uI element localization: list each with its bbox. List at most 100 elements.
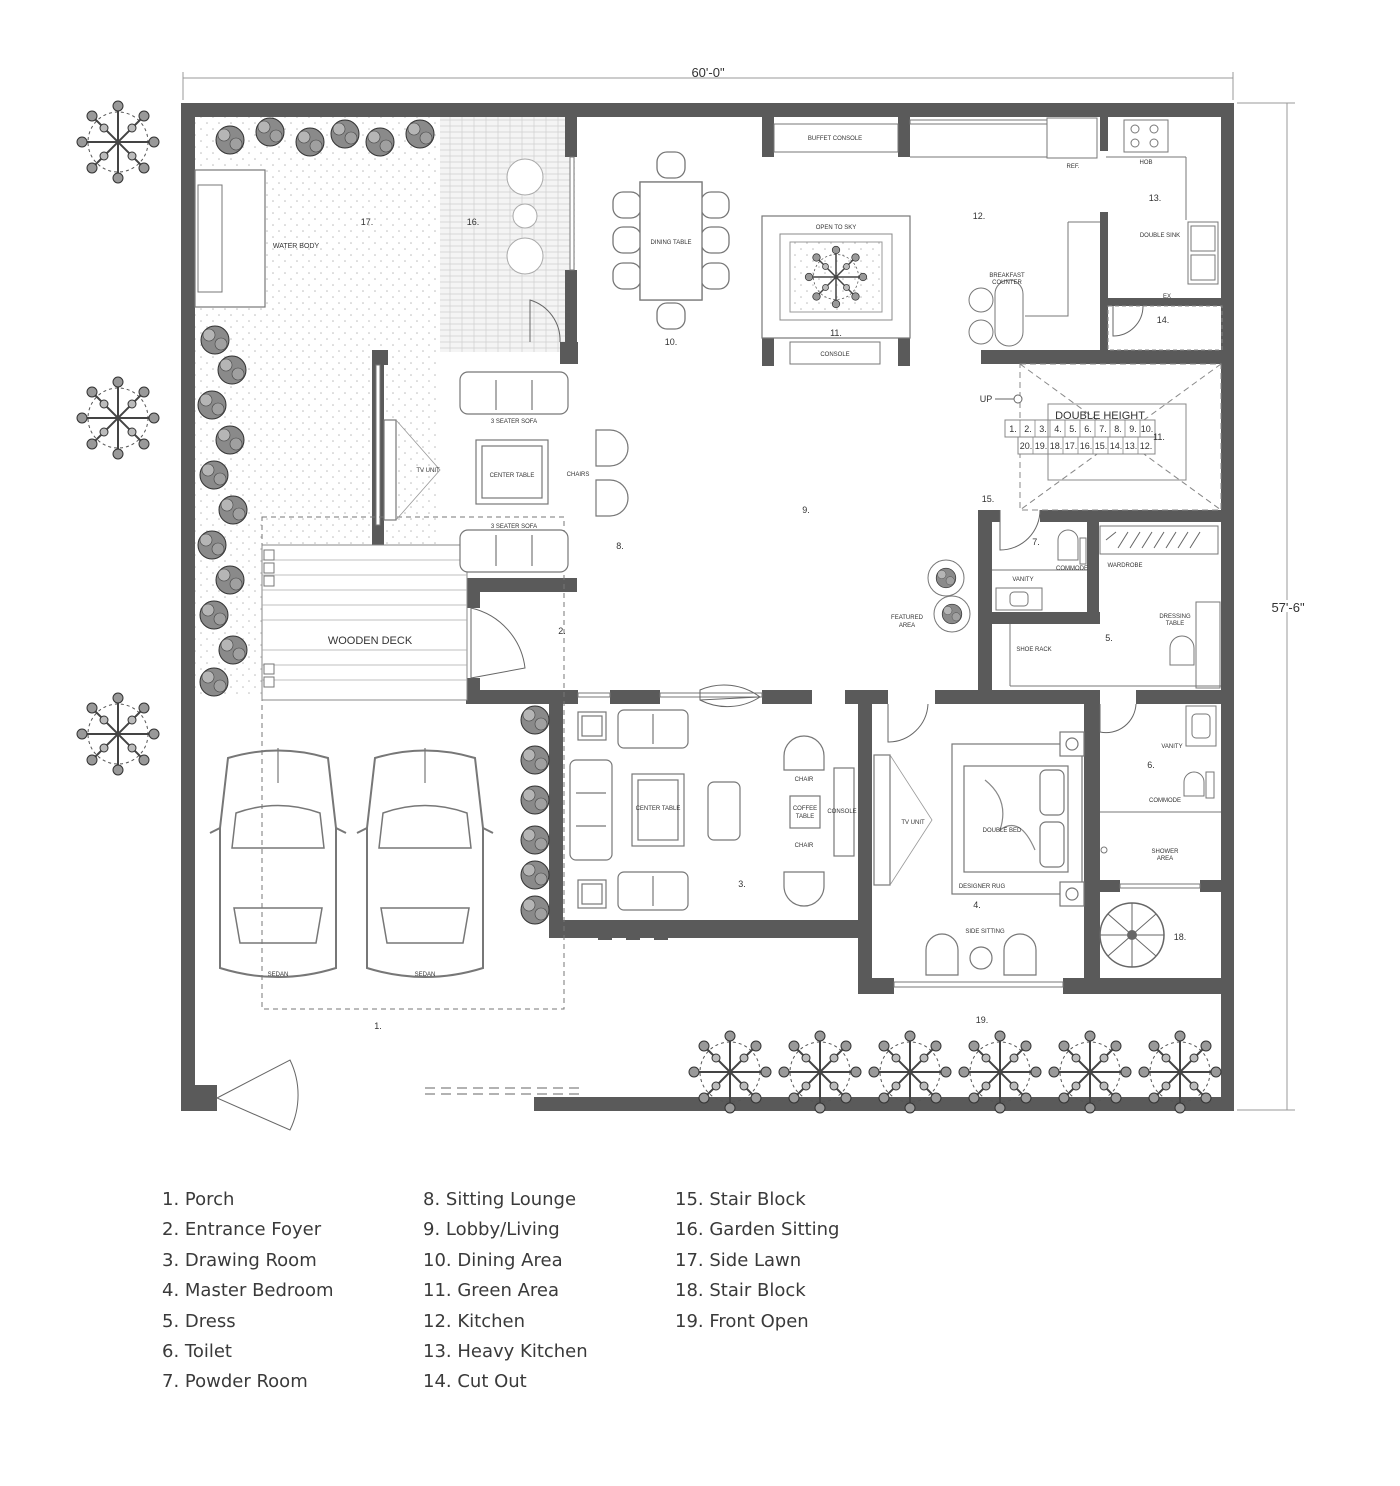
svg-text:DINING TABLE: DINING TABLE — [650, 240, 691, 246]
svg-text:3 SEATER SOFA: 3 SEATER SOFA — [491, 419, 537, 425]
legend-item: 13. Heavy Kitchen — [423, 1341, 588, 1363]
room-number-11a: 11. — [830, 328, 842, 338]
legend-item: 11. Green Area — [423, 1280, 560, 1302]
room-number-4: 4. — [973, 900, 981, 910]
car-right: SEDAN — [356, 747, 494, 978]
svg-text:6.: 6. — [1084, 424, 1092, 434]
svg-text:9.: 9. — [1129, 424, 1137, 434]
svg-text:DOUBLE BED: DOUBLE BED — [983, 828, 1022, 834]
tree-icon — [76, 100, 160, 184]
room-number-5: 5. — [1105, 633, 1113, 643]
room-number-18: 18. — [1174, 932, 1187, 942]
stair-block-double-height: UP DOUBLE HEIGHT 1. 2. 3. 4. 5. 6. 7. 8.… — [980, 363, 1222, 511]
svg-text:EX: EX — [1163, 294, 1171, 300]
svg-text:4.: 4. — [1054, 424, 1062, 434]
legend-item: 10. Dining Area — [423, 1249, 563, 1271]
open-to-sky: OPEN TO SKY CONSOLE — [761, 215, 911, 365]
porch-outline — [261, 516, 565, 1010]
svg-text:TV UNIT: TV UNIT — [901, 820, 925, 826]
room-number-10: 10. — [665, 337, 678, 347]
legend-item: 15. Stair Block — [675, 1189, 806, 1210]
room-number-9: 9. — [802, 505, 810, 515]
doors — [215, 299, 1144, 1131]
legend-item: 7. Powder Room — [162, 1371, 308, 1393]
svg-text:16.: 16. — [1080, 441, 1093, 451]
svg-text:DESIGNER RUG: DESIGNER RUG — [959, 884, 1006, 890]
buffet-console: BUFFET CONSOLE — [773, 123, 899, 153]
svg-text:HOB: HOB — [1139, 160, 1152, 166]
svg-text:FEATURED: FEATURED — [891, 615, 924, 621]
svg-text:WATER BODY: WATER BODY — [273, 243, 320, 250]
svg-text:17.: 17. — [1065, 441, 1078, 451]
svg-text:14.: 14. — [1110, 441, 1123, 451]
kitchen-fixtures — [910, 117, 1219, 347]
powder-room-fixtures — [992, 529, 1087, 611]
room-number-7: 7. — [1032, 537, 1040, 547]
legend-item: 4. Master Bedroom — [162, 1280, 334, 1302]
svg-text:5.: 5. — [1069, 424, 1077, 434]
svg-text:3.: 3. — [1039, 424, 1047, 434]
legend-item: 18. Stair Block — [675, 1280, 806, 1302]
width-dimension-label: 60'-0" — [691, 65, 725, 80]
svg-text:CONSOLE: CONSOLE — [827, 809, 856, 815]
room-number-15: 15. — [982, 494, 995, 504]
svg-text:CENTER TABLE: CENTER TABLE — [636, 806, 681, 812]
room-number-14: 14. — [1157, 315, 1170, 325]
legend-item: 14. Cut Out — [423, 1371, 527, 1393]
svg-text:SEDAN: SEDAN — [415, 972, 436, 978]
svg-text:7.: 7. — [1099, 424, 1107, 434]
legend-item: 5. Dress — [162, 1310, 236, 1332]
svg-text:REF.: REF. — [1066, 164, 1079, 170]
svg-text:2.: 2. — [1024, 424, 1032, 434]
room-number-8: 8. — [616, 541, 624, 551]
legend-item: 9. Lobby/Living — [423, 1219, 560, 1241]
cut-out — [1107, 305, 1223, 351]
svg-text:UP: UP — [980, 394, 993, 404]
svg-text:13.: 13. — [1125, 441, 1138, 451]
master-bedroom-furniture — [873, 731, 1085, 976]
svg-text:TABLE: TABLE — [1166, 621, 1185, 627]
svg-text:COFFEE: COFFEE — [793, 806, 817, 812]
depth-dimension-label: 57'-6" — [1271, 600, 1305, 615]
dress-room-fixtures — [1009, 525, 1221, 689]
room-number-17: 17. — [361, 217, 374, 227]
svg-text:OPEN TO SKY: OPEN TO SKY — [816, 225, 856, 231]
svg-text:DOUBLE HEIGHT: DOUBLE HEIGHT — [1055, 410, 1145, 422]
svg-text:10.: 10. — [1141, 424, 1154, 434]
walls — [181, 103, 1234, 1111]
room-number-2: 2. — [558, 626, 566, 636]
svg-text:SEDAN: SEDAN — [268, 972, 289, 978]
width-dimension: 60'-0" — [182, 65, 1234, 100]
svg-text:3 SEATER SOFA: 3 SEATER SOFA — [491, 524, 537, 530]
svg-text:CHAIR: CHAIR — [795, 777, 814, 783]
garden-seating — [506, 158, 544, 275]
room-number-12: 12. — [973, 211, 986, 221]
svg-text:15.: 15. — [1095, 441, 1108, 451]
svg-text:TABLE: TABLE — [796, 814, 815, 820]
svg-text:BUFFET CONSOLE: BUFFET CONSOLE — [808, 136, 862, 142]
svg-text:WARDROBE: WARDROBE — [1107, 563, 1142, 569]
room-number-1: 1. — [374, 1021, 382, 1031]
legend-item: 12. Kitchen — [423, 1310, 525, 1332]
room-number-11b: 11. — [1153, 432, 1165, 442]
legend-item: 17. Side Lawn — [675, 1249, 802, 1271]
svg-text:VANITY: VANITY — [1161, 744, 1182, 750]
svg-text:CENTER TABLE: CENTER TABLE — [490, 473, 535, 479]
room-number-6: 6. — [1147, 760, 1155, 770]
legend-col-2: 8. Sitting Lounge 9. Lobby/Living 10. Di… — [423, 1185, 588, 1398]
toilet-fixtures — [1100, 705, 1221, 854]
spiral-stair — [1099, 902, 1165, 968]
svg-text:BREAKFAST: BREAKFAST — [989, 273, 1025, 279]
svg-text:SHOE RACK: SHOE RACK — [1016, 647, 1051, 653]
floor-plan: 60'-0" 57'-6" — [76, 65, 1305, 1131]
wooden-deck-label: WOODEN DECK — [328, 635, 413, 647]
legend-item: 6. Toilet — [162, 1341, 232, 1363]
svg-text:SHOWER: SHOWER — [1152, 849, 1180, 855]
room-number-13: 13. — [1149, 193, 1162, 203]
room-number-3: 3. — [738, 879, 746, 889]
svg-text:AREA: AREA — [1157, 856, 1173, 862]
svg-text:COUNTER: COUNTER — [992, 280, 1022, 286]
svg-text:12.: 12. — [1140, 441, 1153, 451]
legend-item: 8. Sitting Lounge — [423, 1189, 577, 1210]
room-number-19: 19. — [976, 1015, 989, 1025]
